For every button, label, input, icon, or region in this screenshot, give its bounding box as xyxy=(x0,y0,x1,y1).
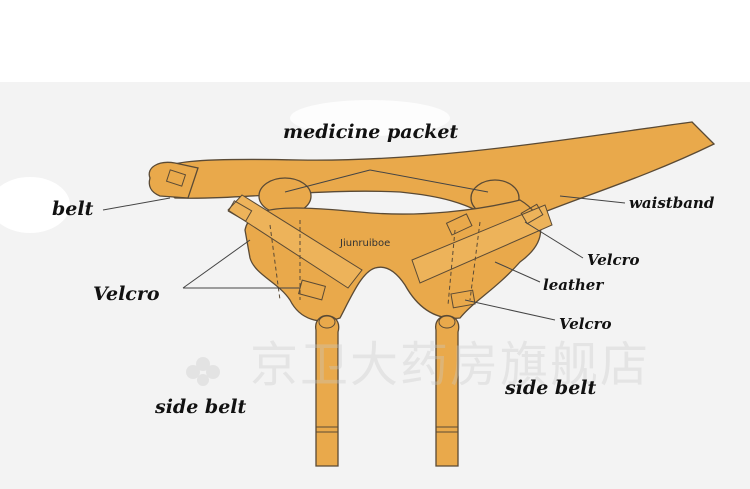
harness xyxy=(148,121,716,467)
label-medicine-packet: medicine packet xyxy=(283,121,459,143)
brand-mark: Jiunruiboe xyxy=(340,238,391,249)
leader-velcro-left-1 xyxy=(182,239,251,289)
label-waistband: waistband xyxy=(629,194,715,212)
leader-belt xyxy=(102,197,171,211)
leader-medicine-packet-right xyxy=(369,169,489,193)
watermark-logo xyxy=(186,357,220,386)
label-leather: leather xyxy=(543,276,604,294)
leader-velcro-right-top xyxy=(524,221,584,259)
label-side-belt-left: side belt xyxy=(155,396,247,418)
leader-medicine-packet-left xyxy=(284,169,371,193)
waistband-strap xyxy=(149,121,716,229)
leader-waistband xyxy=(559,195,626,204)
watermark-text: 京卫大药房旗舰店 xyxy=(250,337,651,393)
callout-lines xyxy=(102,169,626,321)
leader-velcro-right-bottom xyxy=(464,299,556,321)
strap-details xyxy=(165,169,553,433)
belt-end xyxy=(148,161,199,199)
background-highlight-left xyxy=(0,177,70,233)
label-velcro-right-top: Velcro xyxy=(587,251,640,269)
label-velcro-right-bottom: Velcro xyxy=(559,315,612,333)
background-highlight-top xyxy=(290,100,450,136)
label-side-belt-right: side belt xyxy=(505,377,597,399)
label-belt: belt xyxy=(52,198,94,220)
leader-leather xyxy=(494,261,541,283)
label-velcro-left: Velcro xyxy=(93,283,160,305)
